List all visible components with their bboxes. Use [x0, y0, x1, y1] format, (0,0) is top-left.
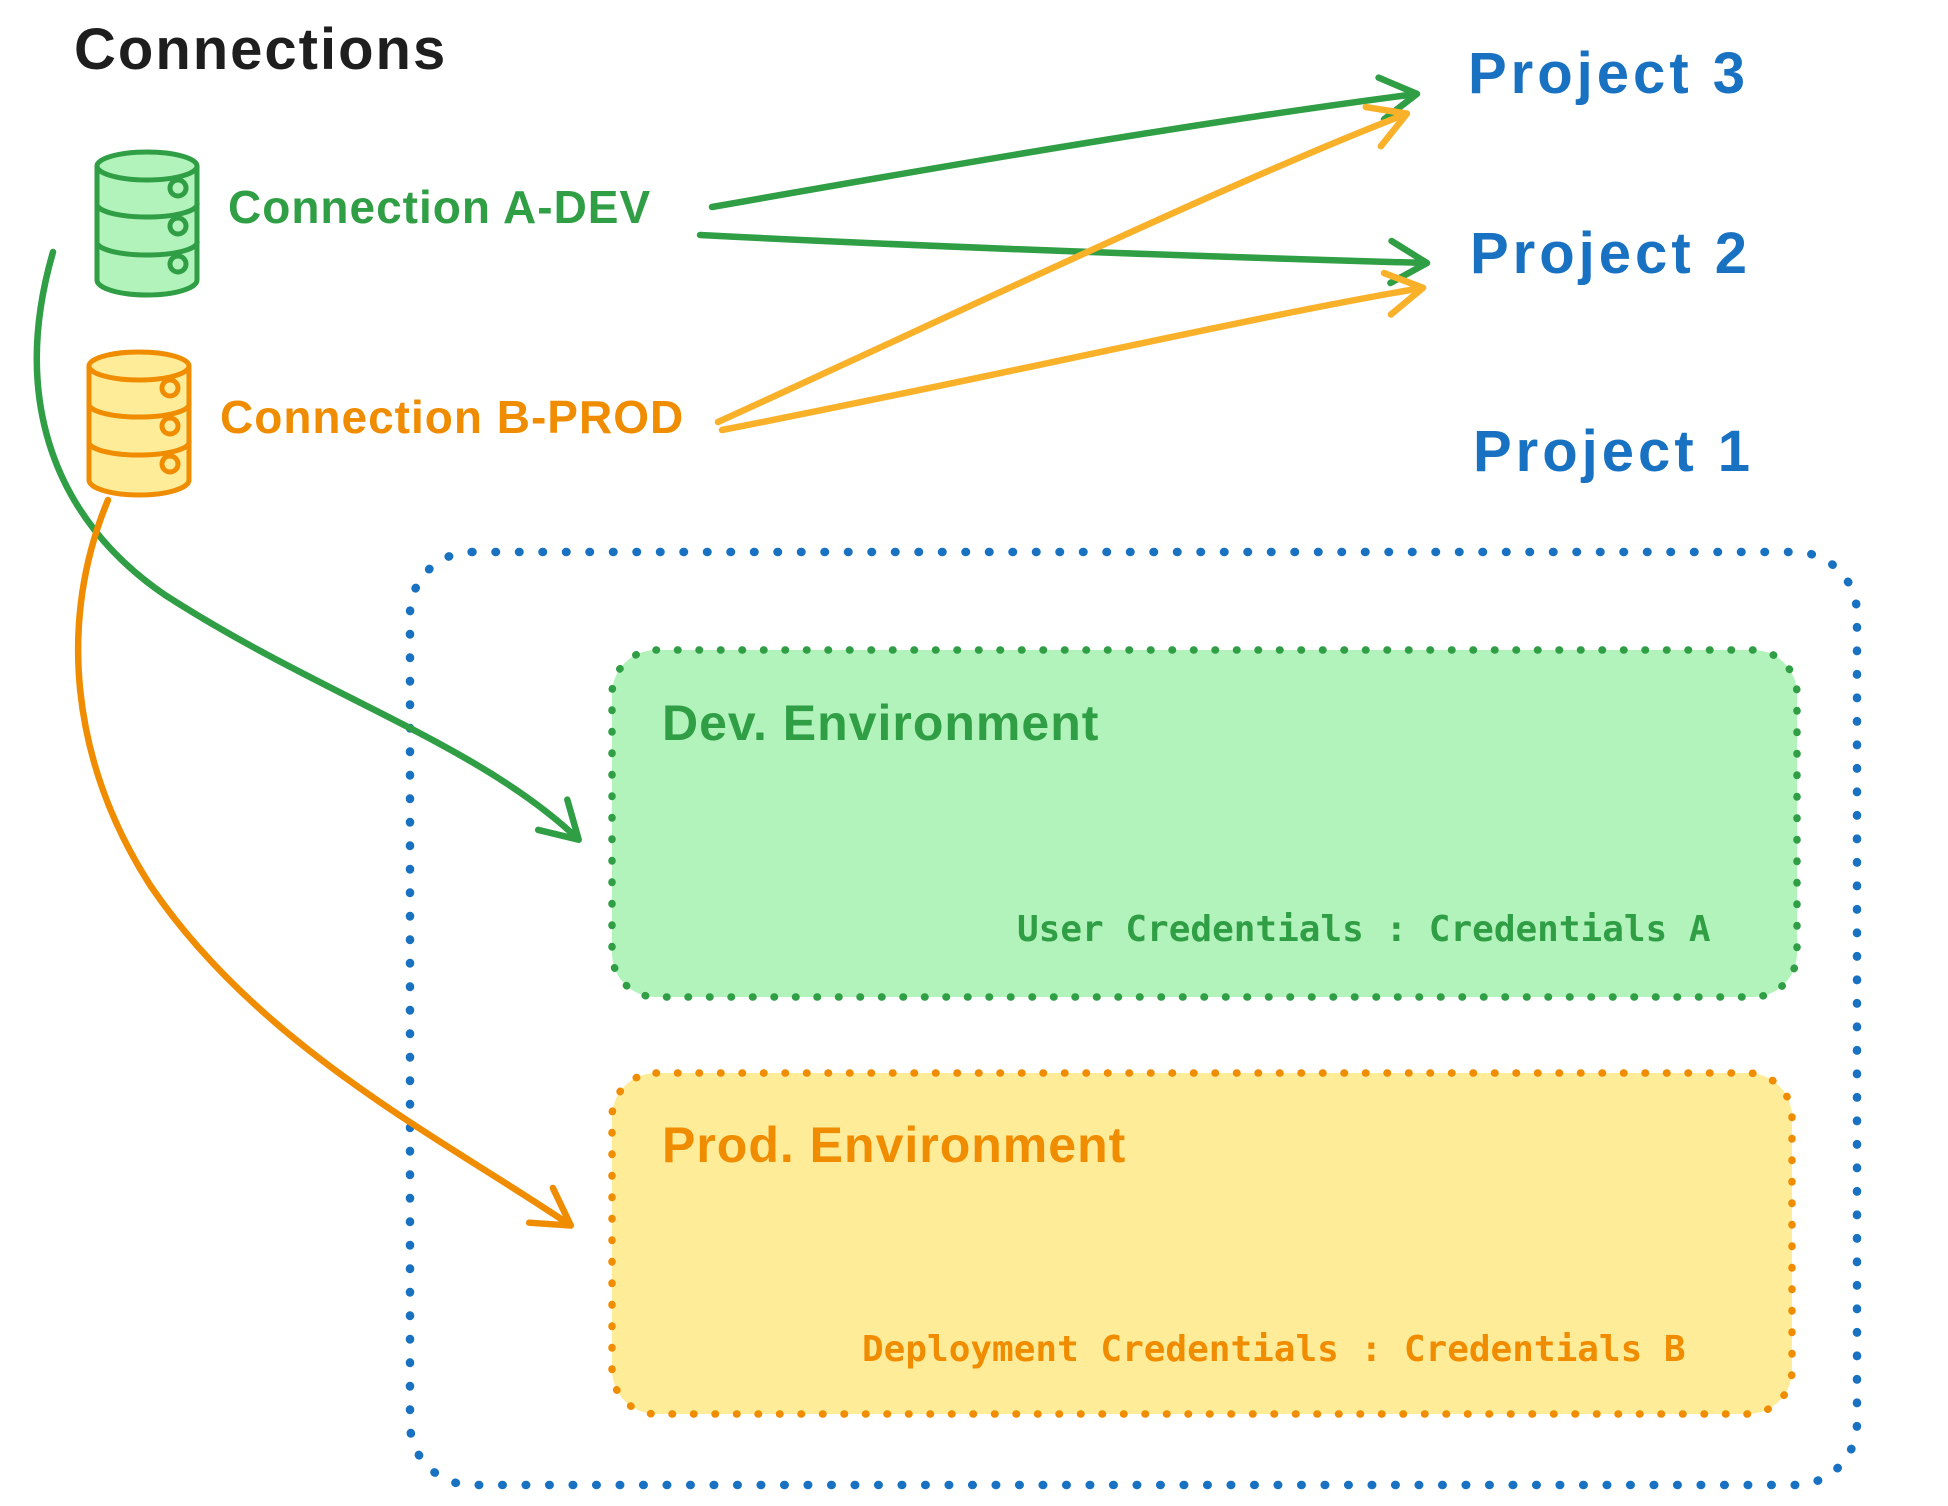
edge-b-prod-project3 [714, 103, 1411, 426]
prod-credentials-text: Deployment Credentials : Credentials B [862, 1329, 1686, 1370]
project-1-label: Project 1 [1473, 419, 1754, 484]
edge-b-prod-project2 [718, 269, 1427, 434]
edge-b-prod-prod-environment [74, 496, 575, 1229]
connection-b-prod-label: Connection B-PROD [220, 391, 685, 443]
edge-a-dev-project2 [696, 231, 1431, 287]
database-icon-a-dev [94, 149, 200, 298]
edge-a-dev-project3 [708, 74, 1421, 211]
dev-credentials-text: User Credentials : Credentials A [1017, 909, 1711, 950]
dev-environment-box [608, 646, 1801, 1001]
prod-environment-label: Prod. Environment [662, 1117, 1127, 1173]
dev-environment-label: Dev. Environment [662, 695, 1100, 751]
database-icon-b-prod [86, 349, 192, 498]
project-2-label: Project 2 [1470, 221, 1751, 286]
prod-environment-box [608, 1069, 1796, 1418]
project-3-label: Project 3 [1468, 41, 1749, 106]
diagram-title: Connections [74, 17, 448, 82]
connection-a-dev-label: Connection A-DEV [228, 181, 652, 233]
project1-container-box [405, 547, 1862, 1490]
edge-a-dev-dev-environment [33, 248, 582, 843]
